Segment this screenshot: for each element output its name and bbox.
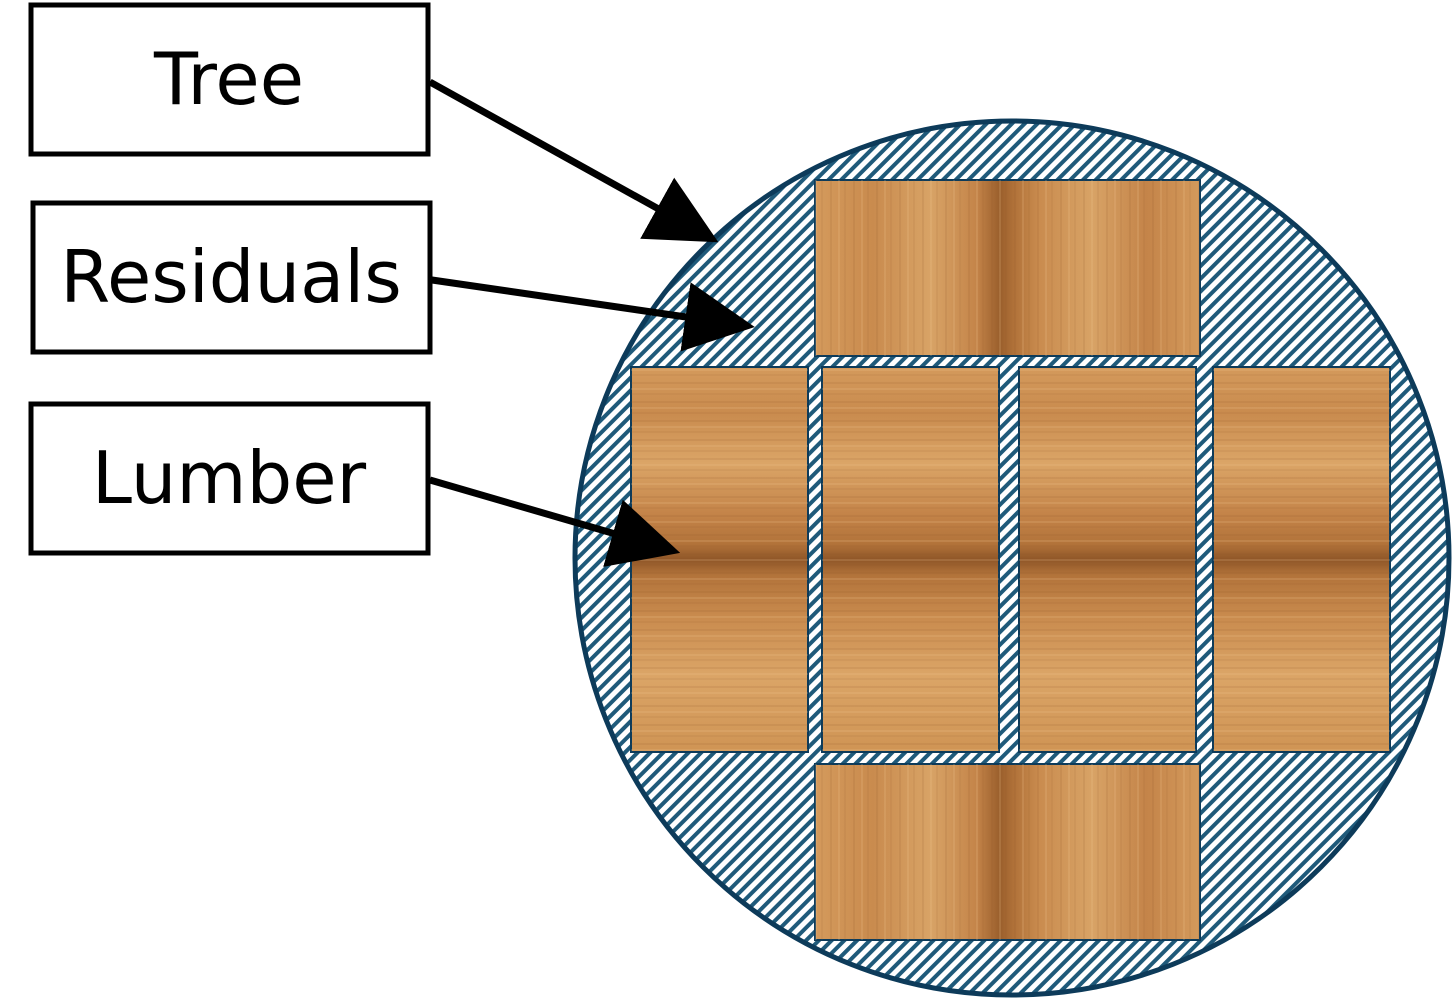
- arrow-tree: [428, 78, 719, 243]
- label-lumber: Lumber: [28, 401, 431, 556]
- label-residuals-text: Residuals: [60, 235, 402, 319]
- label-residuals: Residuals: [30, 200, 433, 355]
- lumber-board-top: [814, 179, 1201, 357]
- label-tree: Tree: [28, 2, 431, 157]
- lumber-board-middle-4: [1212, 366, 1391, 753]
- residuals-area: [575, 121, 1449, 995]
- lumber-board-middle-1: [630, 366, 809, 753]
- lumber-board-middle-2: [821, 366, 1000, 753]
- tree-cross-section: [572, 118, 1452, 998]
- label-residuals-box: [30, 200, 433, 355]
- arrow-residuals: [431, 276, 755, 352]
- label-tree-text: Tree: [153, 37, 304, 121]
- tree-outline: [572, 118, 1452, 998]
- label-tree-box: [28, 2, 431, 157]
- lumber-board-bottom: [814, 763, 1201, 941]
- arrows: [428, 78, 755, 567]
- lumber-boards: [630, 179, 1391, 941]
- label-lumber-text: Lumber: [92, 436, 367, 520]
- lumber-board-middle-3: [1018, 366, 1197, 753]
- label-lumber-box: [28, 401, 431, 556]
- arrow-lumber: [429, 476, 681, 567]
